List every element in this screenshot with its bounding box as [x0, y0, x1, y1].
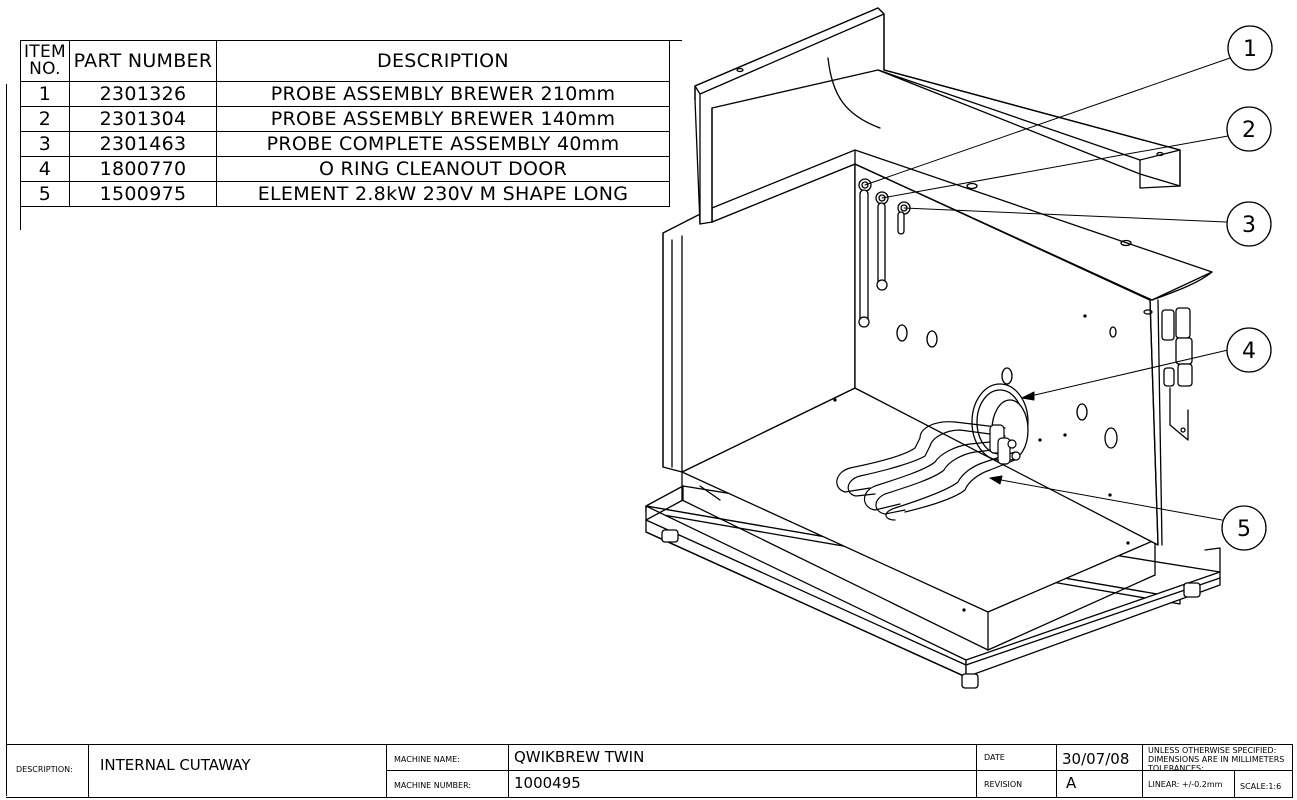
bom-row: 3 2301463 PROBE COMPLETE ASSEMBLY 40mm [20, 131, 670, 157]
divider [976, 745, 977, 797]
bom-header-item-no: ITEM NO. [20, 40, 70, 82]
revision-label: REVISION [984, 780, 1023, 789]
notes-line: UNLESS OTHERWISE SPECIFIED: [1148, 746, 1277, 755]
machine-name-value: QWIKBREW TWIN [514, 748, 645, 766]
item-balloons [1221, 25, 1273, 551]
bom-description: O RING CLEANOUT DOOR [216, 156, 670, 182]
divider [1234, 771, 1235, 797]
description-value: INTERNAL CUTAWAY [100, 756, 251, 774]
bom-part-number: 1500975 [69, 181, 217, 207]
item-no-line1: ITEM [23, 42, 66, 62]
outlet-tap [1161, 307, 1193, 441]
divider [508, 745, 509, 797]
bom-item: 3 [20, 131, 70, 157]
table-extension-line [668, 40, 682, 41]
divider [1142, 745, 1143, 797]
tolerance-linear: LINEAR: +/-0.2mm [1148, 780, 1223, 789]
table-extension-line [20, 206, 21, 230]
balloon-5-label: 5 [1237, 517, 1251, 542]
revision-value: A [1066, 774, 1077, 792]
machine-name-label: MACHINE NAME: [394, 755, 460, 764]
balloon-3-label: 3 [1242, 213, 1256, 238]
bom-part-number: 2301463 [69, 131, 217, 157]
balloon-3 [1226, 201, 1272, 247]
date-value: 30/07/08 [1062, 750, 1130, 768]
notes-line: TOLERANCES: [1148, 764, 1204, 773]
balloon-2 [1226, 106, 1272, 152]
feet [661, 529, 1201, 689]
bom-description: PROBE ASSEMBLY BREWER 140mm [216, 106, 670, 132]
divider [386, 745, 387, 797]
bom-header-row: ITEM NO. PART NUMBER DESCRIPTION [20, 40, 670, 82]
leader-lines [864, 57, 1231, 521]
divider [88, 745, 89, 797]
balloon-1-label: 1 [1243, 37, 1257, 62]
item-no-line2: NO. [29, 59, 61, 79]
bom-part-number: 1800770 [69, 156, 217, 182]
bom-description: ELEMENT 2.8kW 230V M SHAPE LONG [216, 181, 670, 207]
probes [858, 178, 911, 328]
balloon-2-label: 2 [1242, 118, 1256, 143]
bom-item: 5 [20, 181, 70, 207]
bom-description: PROBE COMPLETE ASSEMBLY 40mm [216, 131, 670, 157]
date-label: DATE [984, 753, 1005, 762]
description-label: DESCRIPTION: [16, 765, 73, 774]
notes-line: DIMENSIONS ARE IN MILLIMETERS [1148, 755, 1285, 764]
balloon-4 [1226, 327, 1272, 373]
bom-part-number: 2301326 [69, 81, 217, 107]
title-block: DESCRIPTION: INTERNAL CUTAWAY MACHINE NA… [6, 744, 1293, 798]
general-notes: UNLESS OTHERWISE SPECIFIED: DIMENSIONS A… [1148, 746, 1294, 773]
bom-description: PROBE ASSEMBLY BREWER 210mm [216, 81, 670, 107]
divider [386, 770, 1292, 771]
divider [1056, 745, 1057, 797]
top-beam [694, 7, 1181, 225]
bom-row: 5 1500975 ELEMENT 2.8kW 230V M SHAPE LON… [20, 181, 670, 207]
divider [1292, 745, 1293, 797]
bill-of-materials-table: ITEM NO. PART NUMBER DESCRIPTION 1 23013… [20, 40, 670, 207]
bom-row: 4 1800770 O RING CLEANOUT DOOR [20, 156, 670, 182]
balloon-1 [1227, 25, 1273, 71]
machine-number-label: MACHINE NUMBER: [394, 781, 472, 790]
balloon-4-label: 4 [1242, 339, 1256, 364]
balloon-5 [1221, 505, 1267, 551]
heating-element [836, 421, 1021, 521]
bom-header-part-number: PART NUMBER [69, 40, 217, 82]
scale: SCALE:1:6 [1240, 782, 1282, 791]
bom-row: 1 2301326 PROBE ASSEMBLY BREWER 210mm [20, 81, 670, 107]
bom-item: 1 [20, 81, 70, 107]
frame-left-border [6, 84, 7, 796]
machine-number-value: 1000495 [514, 774, 581, 792]
